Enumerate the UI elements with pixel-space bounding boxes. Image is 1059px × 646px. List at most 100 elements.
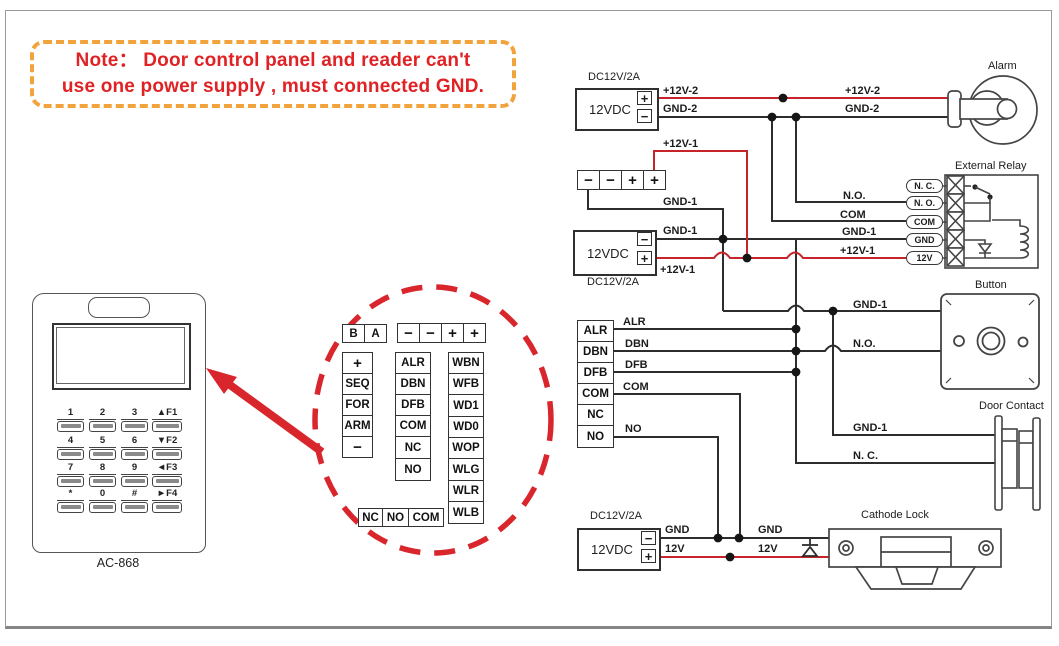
col3-cell: WD0 xyxy=(448,416,484,438)
key-cap xyxy=(57,421,84,432)
alarm-label: Alarm xyxy=(988,60,1017,72)
col2-cell: NC xyxy=(395,436,431,459)
psu3-name: 12VDC xyxy=(591,542,633,557)
col1-cell: + xyxy=(342,352,373,374)
wire-label-no-panel: NO xyxy=(625,423,642,435)
key-cap xyxy=(89,421,116,432)
wire-label-com-panel: COM xyxy=(623,381,649,393)
wire-label-com-relay: COM xyxy=(840,209,866,221)
cathode-lock-icon xyxy=(828,528,1002,590)
detail-power-cell: + xyxy=(463,323,486,343)
key-cap xyxy=(152,502,182,513)
col2-cell: ALR xyxy=(395,352,431,374)
psu1-plus-terminal: + xyxy=(637,91,652,105)
col2-cell: NO xyxy=(395,458,431,481)
key-label: 5 xyxy=(89,435,116,448)
ba-cell: A xyxy=(364,324,387,343)
bottom-cell: COM xyxy=(408,508,444,527)
col3-cell: WOP xyxy=(448,437,484,459)
wire-label-12v-right: 12V xyxy=(758,543,778,555)
key-cap xyxy=(152,449,182,460)
wires-black xyxy=(587,116,996,539)
col3-cell: WD1 xyxy=(448,394,484,417)
key-label: ►F4 xyxy=(152,488,182,501)
wire-label-12v2-right: +12V-2 xyxy=(845,85,881,97)
key-cap xyxy=(152,421,182,432)
psu1-label: DC12V/2A xyxy=(588,71,640,83)
key-label: 6 xyxy=(121,435,148,448)
col1-cell: − xyxy=(342,436,373,458)
key-label: 1 xyxy=(57,407,84,420)
external-relay-label: External Relay xyxy=(955,160,1027,172)
psu3-minus-terminal: − xyxy=(641,531,656,545)
note-line-2: use one power supply , must connected GN… xyxy=(61,76,485,97)
psu1-minus-terminal: − xyxy=(637,109,652,123)
wires-red xyxy=(650,97,950,558)
wire-label-gnd1-door: GND-1 xyxy=(853,422,888,434)
key-label: 0 xyxy=(89,488,116,501)
col3-cell: WLB xyxy=(448,501,484,524)
wire-label-gnd1-relay: GND-1 xyxy=(842,226,877,238)
lock-diode-icon xyxy=(801,538,819,557)
key-label: 3 xyxy=(121,407,148,420)
detail-power-cell: − xyxy=(419,323,442,343)
key-cap xyxy=(57,502,84,513)
relay-terminal-no: N. O. xyxy=(906,196,943,210)
bottom-cell: NC xyxy=(358,508,383,527)
col2-cell: DBN xyxy=(395,373,431,395)
panel-cell: NC xyxy=(577,404,614,426)
wire-label-dfb: DFB xyxy=(625,359,648,371)
alarm-icon xyxy=(947,75,1038,145)
door-contact-label: Door Contact xyxy=(979,400,1044,412)
wire-label-alr: ALR xyxy=(623,316,646,328)
diagram-frame xyxy=(5,10,1052,629)
key-cap xyxy=(89,502,116,513)
wire-label-nc-door: N. C. xyxy=(853,450,879,462)
wire-label-dbn: DBN xyxy=(625,338,649,350)
key-cap xyxy=(152,476,182,487)
col3-cell: WLR xyxy=(448,480,484,502)
key-cap xyxy=(57,449,84,460)
keypad-top-slot xyxy=(88,297,150,318)
wire-label-12v1-top: +12V-1 xyxy=(663,138,699,150)
pointer-arrow-icon xyxy=(206,368,325,456)
note-line-1: Note： Door control panel and reader can'… xyxy=(75,50,471,71)
key-label: * xyxy=(57,488,84,501)
wire-label-12v2-left: +12V-2 xyxy=(663,85,699,97)
exit-button-icon xyxy=(940,293,1040,390)
keypad-display-inner xyxy=(56,327,185,384)
col3-cell: WBN xyxy=(448,352,484,374)
key-label: ◄F3 xyxy=(152,462,182,475)
junction-dots xyxy=(713,93,838,562)
external-relay-icon xyxy=(942,174,1039,269)
relay-terminal-12v: 12V xyxy=(906,251,943,265)
psu1-name: 12VDC xyxy=(589,102,631,117)
wire-label-gnd1-psu2: GND-1 xyxy=(663,225,698,237)
wire-label-gnd1-button: GND-1 xyxy=(853,299,888,311)
detail-power-cell: − xyxy=(397,323,420,343)
psu2-name: 12VDC xyxy=(587,245,629,261)
col1-cell: FOR xyxy=(342,394,373,416)
power-cell: + xyxy=(643,170,666,190)
power-cell: + xyxy=(621,170,644,190)
key-label: 2 xyxy=(89,407,116,420)
key-label: 7 xyxy=(57,462,84,475)
psu2-label: DC12V/2A xyxy=(587,276,639,288)
button-label: Button xyxy=(975,279,1007,291)
wire-label-12v1-relay: +12V-1 xyxy=(840,245,876,257)
wire-label-12v-left: 12V xyxy=(665,543,685,555)
col3-cell: WLG xyxy=(448,458,484,481)
wire-label-no-button: N.O. xyxy=(853,338,876,350)
wire-label-gnd1-block: GND-1 xyxy=(663,196,698,208)
col2-cell: COM xyxy=(395,415,431,437)
col3-cell: WFB xyxy=(448,373,484,395)
key-cap xyxy=(121,476,148,487)
key-cap xyxy=(57,476,84,487)
col1-cell: ARM xyxy=(342,415,373,437)
psu2-plus-terminal: + xyxy=(637,251,652,265)
note-box: Note： Door control panel and reader can'… xyxy=(30,40,516,108)
key-cap xyxy=(121,449,148,460)
power-cell: − xyxy=(577,170,600,190)
